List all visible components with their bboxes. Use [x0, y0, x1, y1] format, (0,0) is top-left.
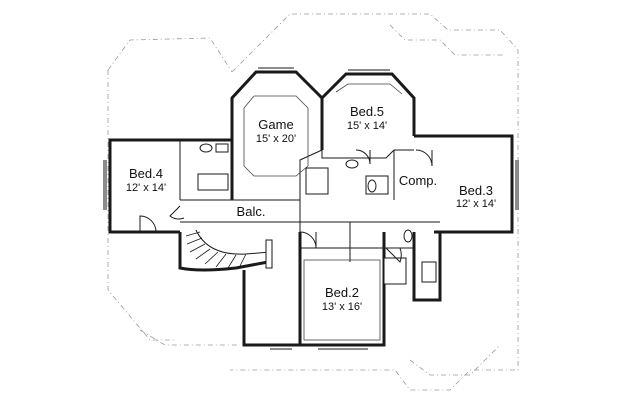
room-size-game: 15' x 20' — [256, 133, 296, 145]
room-name-balc: Balc. — [237, 204, 266, 219]
room-name-bed3: Bed.3 — [459, 183, 493, 198]
interior-walls — [179, 83, 440, 341]
exterior-walls — [108, 70, 514, 347]
doors — [139, 149, 433, 263]
curved-stair — [178, 229, 273, 272]
room-labels: Game 15' x 20' Bed.5 15' x 14' Bed.4 12'… — [126, 104, 496, 313]
room-name-bed2: Bed.2 — [325, 285, 359, 300]
balcony-rail — [180, 200, 301, 232]
room-name-game: Game — [258, 117, 293, 132]
windows — [103, 67, 519, 350]
room-size-bed3: 12' x 14' — [456, 198, 496, 210]
room-size-bed5: 15' x 14' — [347, 120, 387, 132]
room-name-bed5: Bed.5 — [350, 104, 384, 119]
room-name-bed4: Bed.4 — [129, 166, 163, 181]
room-size-bed4: 12' x 14' — [126, 182, 166, 194]
roof-outline — [107, 13, 519, 391]
bath-fixtures — [197, 143, 437, 285]
room-size-bed2: 13' x 16' — [322, 301, 362, 313]
room-name-comp: Comp. — [399, 173, 437, 188]
